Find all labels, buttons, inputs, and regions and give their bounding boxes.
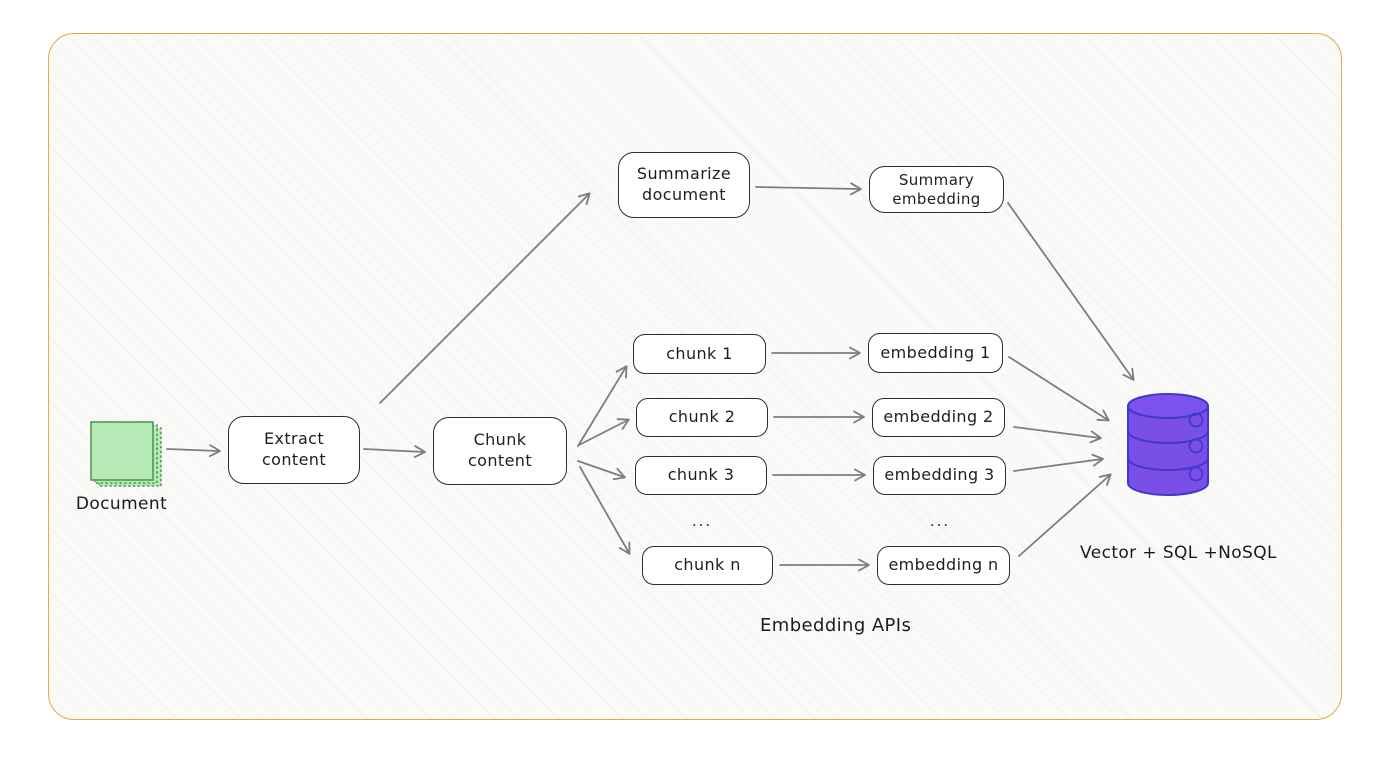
node-chunk-2: chunk 2 (636, 398, 768, 437)
node-summary-embedding: Summary embedding (869, 166, 1004, 213)
node-chunk-content: Chunk content (433, 417, 567, 485)
diagram-canvas (48, 33, 1342, 720)
node-embedding-n: embedding n (877, 546, 1010, 585)
node-chunk-1: chunk 1 (633, 334, 766, 374)
node-embedding-1: embedding 1 (868, 333, 1003, 373)
node-embedding-3: embedding 3 (873, 456, 1006, 495)
database-label: Vector + SQL +NoSQL (1080, 543, 1277, 563)
embeddings-ellipsis: ... (929, 512, 951, 530)
node-summarize-document: Summarize document (618, 152, 750, 218)
document-label: Document (75, 494, 168, 514)
embedding-apis-label: Embedding APIs (760, 615, 912, 636)
node-chunk-n: chunk n (642, 546, 773, 585)
node-chunk-3: chunk 3 (635, 456, 767, 495)
node-embedding-2: embedding 2 (872, 398, 1005, 437)
node-extract-content: Extract content (228, 416, 360, 484)
chunks-ellipsis: ... (691, 512, 713, 530)
